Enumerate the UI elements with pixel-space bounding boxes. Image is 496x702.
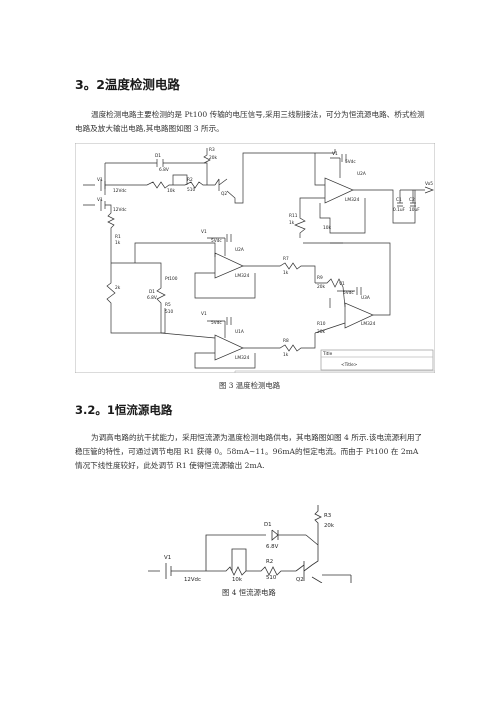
circuit-label-d1-val: 6.8V (266, 544, 279, 550)
section-heading: 3。2温度检测电路 (75, 77, 180, 92)
circuit-label-q2: Q2 (221, 191, 227, 197)
circuit-label-v5-a: V1 (201, 229, 207, 235)
paragraph-constant-current: 为调高电路的抗干扰能力，采用恒流源为温度检测电路供电，其电路图如图 4 所示.该… (75, 433, 423, 470)
circuit-label-c1: C1 (396, 197, 402, 203)
circuit-label-r3: R3 (209, 147, 215, 153)
circuit-label-v5-top: 5Vdc (345, 159, 356, 165)
circuit-label-v-mid: V1 (97, 197, 103, 203)
circuit-label-r7: R7 (283, 256, 289, 262)
circuit-label-r2-val: 510 (187, 187, 195, 193)
subsection-heading: 3.2。1恒流源电路 (75, 403, 173, 417)
circuit-label-lm1: LM324 (345, 197, 360, 203)
circuit-label-v5-c: 5Vdc (343, 290, 354, 296)
circuit-label-r10: R10 (317, 321, 326, 327)
circuit-label-rf: 10k (323, 225, 331, 231)
circuit-label-r9: R9 (317, 275, 323, 281)
circuit-label-lm2: LM324 (235, 273, 250, 279)
circuit-label-r10-val: 20k (317, 329, 325, 335)
circuit-label-r3-val: 20k (209, 155, 217, 161)
circuit-label-v5-b: 5Vdc (211, 320, 222, 326)
circuit-label-d1-val: 6.8V (159, 167, 169, 173)
circuit-label-r3: R3 (324, 513, 331, 519)
circuit-label-v5-b: V1 (201, 311, 207, 317)
circuit-label-d1: D1 (155, 153, 161, 159)
circuit-label-u4: U3A (361, 295, 370, 301)
circuit-label-v5-c: V1 (339, 281, 345, 287)
figure-4-circuit: R3 20k D1 6.8V V1 12Vdc R2 510 10k Q2 (146, 505, 354, 587)
circuit-label-d2: D1 (149, 289, 155, 295)
circuit-label-r2: R2 (266, 559, 273, 565)
figure-4-caption: 图 4 恒流源电路 (222, 588, 276, 597)
circuit-label-r7-val: 1k (283, 270, 289, 276)
circuit-label-d1: D1 (264, 522, 272, 528)
circuit-label-r-ptl-val: 1k (115, 240, 121, 246)
circuit-label-r11-val: 1k (289, 220, 295, 226)
circuit-label-v1-val: 12Vdc (184, 577, 201, 583)
circuit-label-u3: U1A (235, 329, 244, 335)
circuit-label-title-val: <Title> (341, 362, 358, 368)
circuit-label-r2-val: 510 (266, 575, 277, 581)
circuit-label-d2-val: 6.8V (147, 295, 157, 301)
circuit-label-v1-val: 12Vdc (113, 188, 127, 194)
circuit-label-v5-a: 5Vdc (211, 238, 222, 244)
circuit-label-title: Title (322, 351, 333, 357)
circuit-label-out: Vo5 (425, 181, 433, 187)
circuit-label-r5: R5 (165, 302, 171, 308)
circuit-label-r1-val: 10k (232, 577, 243, 583)
circuit-label-q2: Q2 (296, 577, 304, 583)
circuit-label-r5-val: 510 (165, 309, 173, 315)
circuit-label-v5-top: V1 (332, 151, 338, 157)
circuit-label-u1: U2A (357, 171, 366, 177)
circuit-label-r9-val: 20k (317, 284, 325, 290)
figure-3-caption: 图 3 温度检测电路 (219, 381, 281, 390)
circuit-label-r8: R8 (283, 338, 289, 344)
label-v1: V1 (97, 177, 103, 183)
figure-3-circuit: V1 12Vdc D1 6.8V R3 20k R2 510 10k Q2 V1… (74, 142, 436, 377)
circuit-label-u2: U2A (235, 247, 244, 253)
circuit-label-r8-val: 1k (283, 352, 289, 358)
circuit-label-c1-val: 0.1uF (393, 207, 406, 213)
circuit-label-lm3: LM324 (235, 355, 250, 361)
circuit-label-lm4: LM324 (361, 321, 376, 327)
circuit-label-r3-val: 20k (324, 523, 335, 529)
circuit-label-c2: C2 (409, 197, 415, 203)
circuit-label-r11: R11 (289, 213, 298, 219)
circuit-label-r10k: 10k (167, 188, 175, 194)
circuit-label-r-ptl: R1 (115, 234, 121, 240)
circuit-label-pt: Pt100 (165, 276, 178, 282)
paragraph-intro: 温度检测电路主要检测的是 Pt100 传输的电压信号,采用三线制接法，可分为恒流… (75, 110, 425, 133)
circuit-label-c2-val: 10uF (409, 207, 420, 213)
circuit-label-v1: V1 (164, 555, 171, 561)
circuit-label-pt2: 2k (115, 285, 121, 291)
circuit-label-r2: R2 (187, 177, 193, 183)
circuit-label-v-mid-val: 12Vdc (113, 207, 127, 213)
